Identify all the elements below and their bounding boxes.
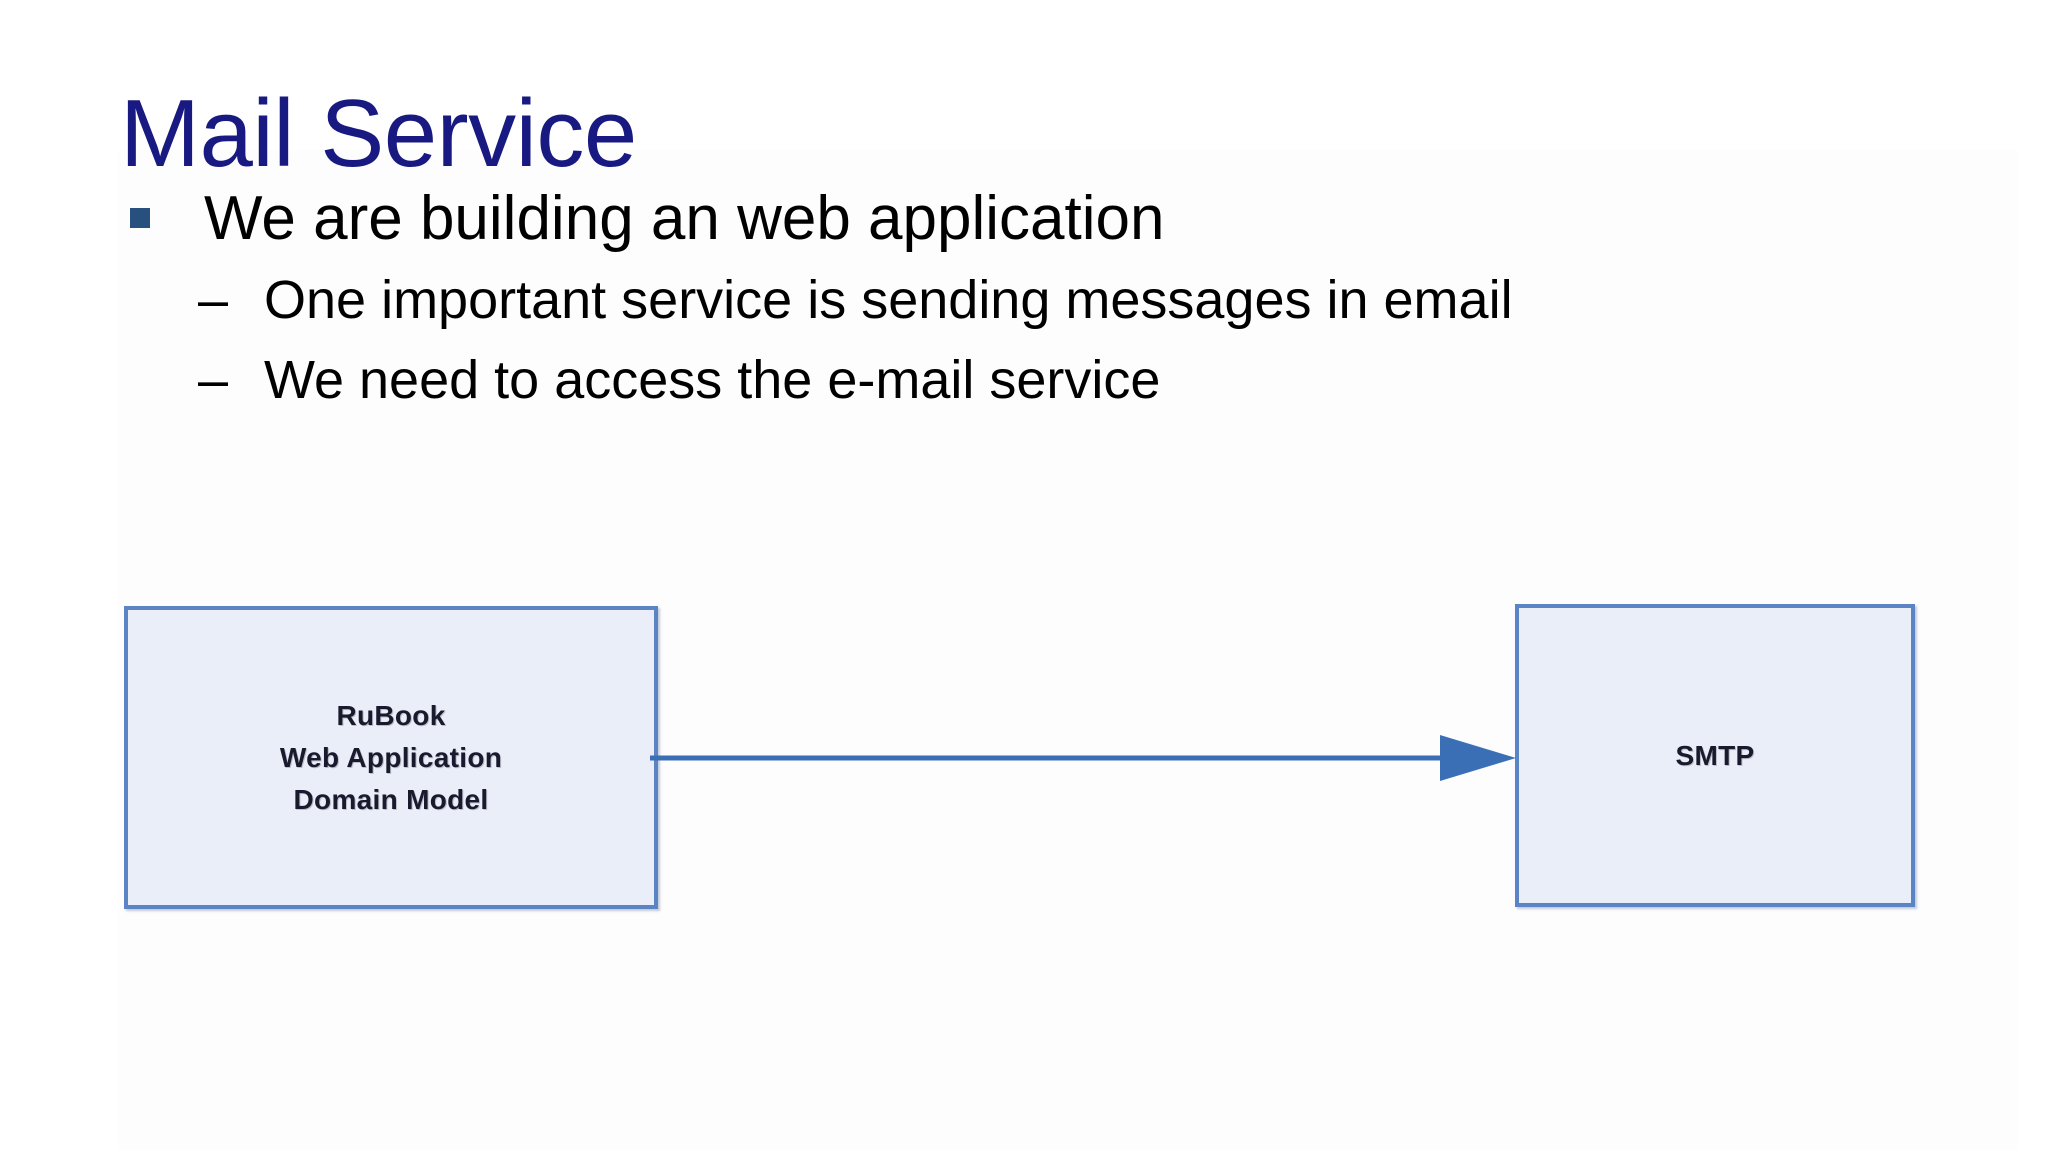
bullet-text: We are building an web application — [204, 184, 1165, 253]
dash-bullet-icon: – — [198, 350, 229, 410]
node-line: RuBook — [336, 699, 446, 731]
bullet-item-level2: – We need to access the e-mail service — [120, 340, 1980, 420]
diagram-node-label: RuBook Web Application Domain Model — [280, 695, 502, 821]
node-line: Web Application — [279, 741, 503, 773]
bullet-item-level1: We are building an web application — [120, 178, 1980, 260]
square-bullet-icon — [130, 208, 150, 228]
bullet-list: We are building an web application – One… — [120, 178, 1980, 420]
node-line: Domain Model — [293, 783, 489, 815]
diagram-node-smtp[interactable]: SMTP — [1515, 604, 1915, 907]
bullet-text: We need to access the e-mail service — [264, 350, 1161, 410]
page-title: Mail Service — [120, 80, 637, 188]
bullet-item-level2: – One important service is sending messa… — [120, 260, 1980, 340]
bullet-text: One important service is sending message… — [264, 270, 1513, 330]
diagram-arrow-rubook-to-smtp[interactable] — [650, 725, 1530, 795]
arrow-head-icon — [1440, 735, 1516, 781]
diagram-node-label: SMTP — [1676, 735, 1755, 777]
diagram-node-rubook[interactable]: RuBook Web Application Domain Model — [124, 606, 658, 909]
dash-bullet-icon: – — [198, 270, 229, 330]
node-line: SMTP — [1675, 739, 1755, 771]
